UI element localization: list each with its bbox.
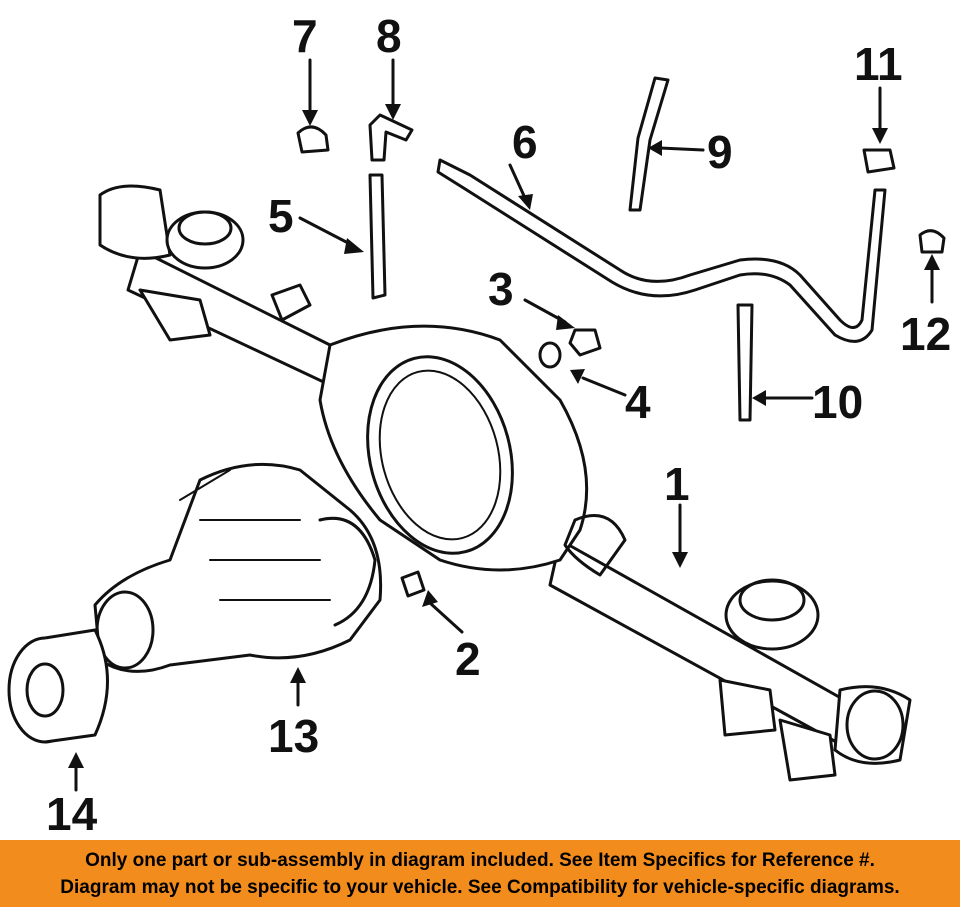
nut-3 [568, 328, 602, 357]
bracket-10 [736, 303, 754, 422]
plug-2 [400, 570, 426, 598]
callout-10: 10 [812, 376, 863, 428]
vent-fitting-8 [368, 113, 414, 162]
callout-4: 4 [625, 376, 651, 428]
callout-8: 8 [376, 10, 402, 62]
vent-hose [436, 158, 887, 343]
banner-line-2: Diagram may not be specific to your vehi… [60, 876, 900, 898]
callout-3: 3 [488, 263, 514, 315]
callout-1: 1 [664, 458, 690, 510]
callout-11: 11 [854, 38, 903, 90]
callout-2: 2 [455, 633, 481, 685]
callout-6: 6 [512, 116, 538, 168]
washer-4 [538, 341, 562, 369]
hose-5 [368, 173, 387, 300]
cap-11 [862, 148, 896, 174]
disclaimer-banner: Only one part or sub-assembly in diagram… [0, 840, 960, 907]
callout-9: 9 [707, 126, 733, 178]
rear-axle-diagram: 1 2 3 4 5 6 7 8 9 10 11 12 13 14 [7, 10, 951, 840]
hose-9 [628, 76, 670, 212]
axle-housing [98, 184, 912, 782]
clamp-7 [296, 125, 330, 154]
vent-12 [918, 229, 946, 254]
banner-line-1: Only one part or sub-assembly in diagram… [85, 849, 875, 871]
callout-14: 14 [46, 788, 98, 840]
callout-7: 7 [292, 10, 318, 62]
callout-13: 13 [268, 710, 319, 762]
callout-12: 12 [900, 308, 951, 360]
differential-carrier [93, 462, 383, 673]
leader-lines [68, 58, 940, 792]
callout-5: 5 [268, 190, 294, 242]
companion-flange [7, 628, 109, 744]
